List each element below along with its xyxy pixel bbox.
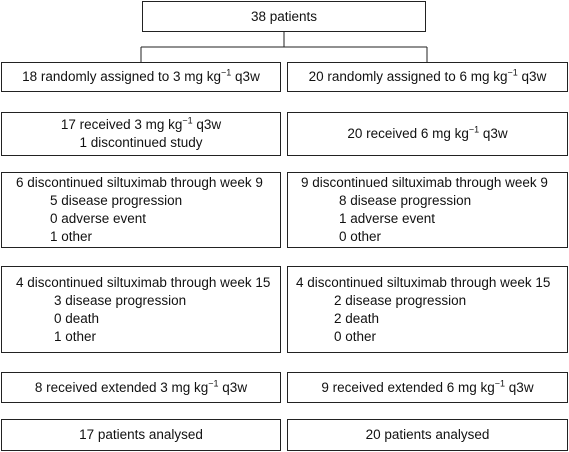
right-week9-box: 9 discontinued siltuximab through week 9… [287,172,568,248]
right-analysed-text: 20 patients analysed [365,427,490,442]
left-received-line2: 1 discontinued study [79,135,203,150]
total-patients-box: 38 patients [142,1,426,32]
left-received-box: 17 received 3 mg kg−1 q3w 1 discontinued… [1,112,281,156]
left-assigned-text: 18 randomly assigned to 3 mg kg−1 q3w [2,68,280,86]
left-received-line1: 17 received 3 mg kg−1 q3w [2,116,280,134]
left-assigned-box: 18 randomly assigned to 3 mg kg−1 q3w [1,62,281,92]
right-received-box: 20 received 6 mg kg−1 q3w [287,112,568,156]
left-extended-post: q3w [218,379,248,395]
right-extended-post: q3w [505,379,534,395]
right-received-pre: 20 received 6 mg kg [347,126,469,141]
right-week15-heading: 4 discontinued siltuximab through week 1… [296,274,551,290]
left-received-post: q3w [192,117,222,132]
right-analysed-box: 20 patients analysed [287,419,568,451]
right-week9-item: 0 other [339,229,382,244]
right-received-line1: 20 received 6 mg kg−1 q3w [288,125,567,143]
total-patients-text: 38 patients [250,8,318,24]
right-week9-heading: 9 discontinued siltuximab through week 9 [301,175,548,190]
right-extended-pre: 9 received extended 6 mg kg [321,379,495,395]
left-analysed-text: 17 patients analysed [79,427,203,442]
right-assigned-post: q3w [517,69,547,84]
left-week9-item: 1 other [50,229,93,244]
left-extended-pre: 8 received extended 3 mg kg [34,379,209,395]
left-week15-item: 1 other [54,328,97,344]
left-received-pre: 17 received 3 mg kg [60,117,183,132]
right-week9-item: 1 adverse event [339,211,436,226]
left-extended-text: 8 received extended 3 mg kg−1 q3w [2,379,280,397]
right-extended-sup: −1 [494,378,506,388]
right-extended-text: 9 received extended 6 mg kg−1 q3w [288,379,567,397]
left-week9-item: 5 disease progression [50,193,183,208]
right-assigned-box: 20 randomly assigned to 6 mg kg−1 q3w [287,62,568,92]
left-week15-box: 4 discontinued siltuximab through week 1… [1,266,281,353]
right-received-sup: −1 [468,124,480,135]
right-assigned-sup: −1 [507,67,518,78]
left-extended-box: 8 received extended 3 mg kg−1 q3w [1,372,281,403]
left-week15-item: 3 disease progression [54,292,187,308]
right-received-post: q3w [479,126,508,141]
right-week9-item: 8 disease progression [339,193,472,208]
left-week9-item: 0 adverse event [50,211,147,226]
left-assigned-sup: −1 [221,67,232,78]
left-extended-sup: −1 [208,378,219,388]
right-week15-box: 4 discontinued siltuximab through week 1… [287,266,568,353]
right-week15-item: 2 disease progression [334,292,467,308]
left-week9-heading: 6 discontinued siltuximab through week 9 [16,175,263,190]
right-extended-box: 9 received extended 6 mg kg−1 q3w [287,372,568,403]
left-assigned-post: q3w [231,69,260,84]
right-week15-item: 0 other [334,328,377,344]
left-assigned-pre: 18 randomly assigned to 3 mg kg [22,69,222,84]
left-analysed-box: 17 patients analysed [1,419,281,451]
right-assigned-text: 20 randomly assigned to 6 mg kg−1 q3w [288,68,567,86]
right-assigned-pre: 20 randomly assigned to 6 mg kg [308,69,508,84]
left-week9-box: 6 discontinued siltuximab through week 9… [1,172,281,248]
left-week15-item: 0 death [54,310,100,326]
left-received-sup: −1 [182,115,193,126]
left-week15-heading: 4 discontinued siltuximab through week 1… [16,274,271,290]
right-week15-item: 2 death [334,310,380,326]
